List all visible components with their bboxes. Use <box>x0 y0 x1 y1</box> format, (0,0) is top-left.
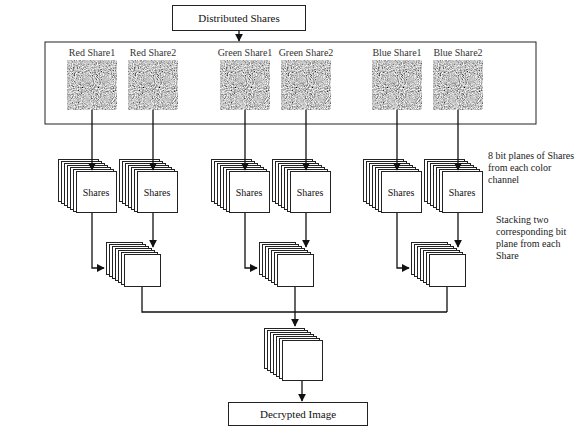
flow-arrow <box>294 287 295 326</box>
bit-plane-layers <box>59 160 480 381</box>
node-label: Shares <box>236 187 263 198</box>
share-to-planes-arrow <box>152 110 153 170</box>
bit-plane-stack-box: Shares <box>442 171 483 213</box>
noise-share <box>433 60 483 110</box>
side-note: Stacking two corresponding bit plane fro… <box>496 214 580 262</box>
flow-arrow <box>238 31 239 41</box>
noise-share <box>128 60 178 110</box>
node-label: Distributed Shares <box>198 12 280 24</box>
noise-pattern <box>220 60 270 110</box>
flow-arrow <box>245 213 257 268</box>
share-to-planes-arrow <box>396 110 397 170</box>
noise-pattern <box>67 60 117 110</box>
share-image: Blue Share1 <box>367 46 427 110</box>
flow-arrow <box>457 213 458 247</box>
node-label: Decrypted Image <box>260 408 336 420</box>
share-label: Blue Share1 <box>367 46 427 60</box>
bit-plane-stack <box>265 329 323 381</box>
share-image: Green Share1 <box>215 46 275 110</box>
share-label: Blue Share2 <box>428 46 488 60</box>
share-label: Green Share2 <box>276 46 336 60</box>
flow-arrow <box>301 381 302 401</box>
noise-pattern <box>372 60 422 110</box>
connectors <box>92 110 458 170</box>
bit-plane-stack <box>412 243 466 287</box>
noise-share <box>67 60 117 110</box>
share-image: Red Share1 <box>62 46 122 110</box>
share-to-planes-arrow <box>457 110 458 170</box>
stacking-arrows <box>92 213 458 401</box>
shares-frame <box>45 42 536 124</box>
share-image: Green Share2 <box>276 46 336 110</box>
share-image: Blue Share2 <box>428 46 488 110</box>
bit-plane-stack-box: Shares <box>76 171 117 213</box>
noise-pattern <box>433 60 483 110</box>
process-box: Decrypted Image <box>228 402 368 426</box>
noise-share <box>220 60 270 110</box>
bit-plane-stack <box>260 243 314 287</box>
share-to-planes-arrow <box>91 110 92 170</box>
node-label: Shares <box>388 187 415 198</box>
noise-pattern <box>281 60 331 110</box>
bit-plane-stack <box>107 243 161 287</box>
share-label: Red Share1 <box>62 46 122 60</box>
flow-arrow <box>92 213 104 268</box>
bit-plane <box>125 255 161 287</box>
share-image: Red Share2 <box>123 46 183 110</box>
bit-plane-stack-box: Shares <box>137 171 178 213</box>
flow-arrow <box>397 213 409 268</box>
bit-plane <box>430 255 466 287</box>
node-label: Shares <box>144 187 171 198</box>
share-label: Green Share1 <box>215 46 275 60</box>
node-label: Shares <box>449 187 476 198</box>
flow-arrow <box>305 213 306 247</box>
noise-share <box>372 60 422 110</box>
node-label: Shares <box>297 187 324 198</box>
bit-plane <box>278 255 314 287</box>
noise-share <box>281 60 331 110</box>
bit-plane-stack-box: Shares <box>229 171 270 213</box>
noise-pattern <box>128 60 178 110</box>
share-to-planes-arrow <box>244 110 245 170</box>
flow-arrow <box>152 213 153 247</box>
node-label: Shares <box>83 187 110 198</box>
bit-plane-stack-box: Shares <box>290 171 331 213</box>
share-label: Red Share2 <box>123 46 183 60</box>
bit-plane-stack-box: Shares <box>381 171 422 213</box>
process-box: Distributed Shares <box>172 5 306 31</box>
side-note: 8 bit planes of Shares from each color c… <box>488 150 578 186</box>
share-to-planes-arrow <box>305 110 306 170</box>
bit-plane <box>283 341 323 381</box>
